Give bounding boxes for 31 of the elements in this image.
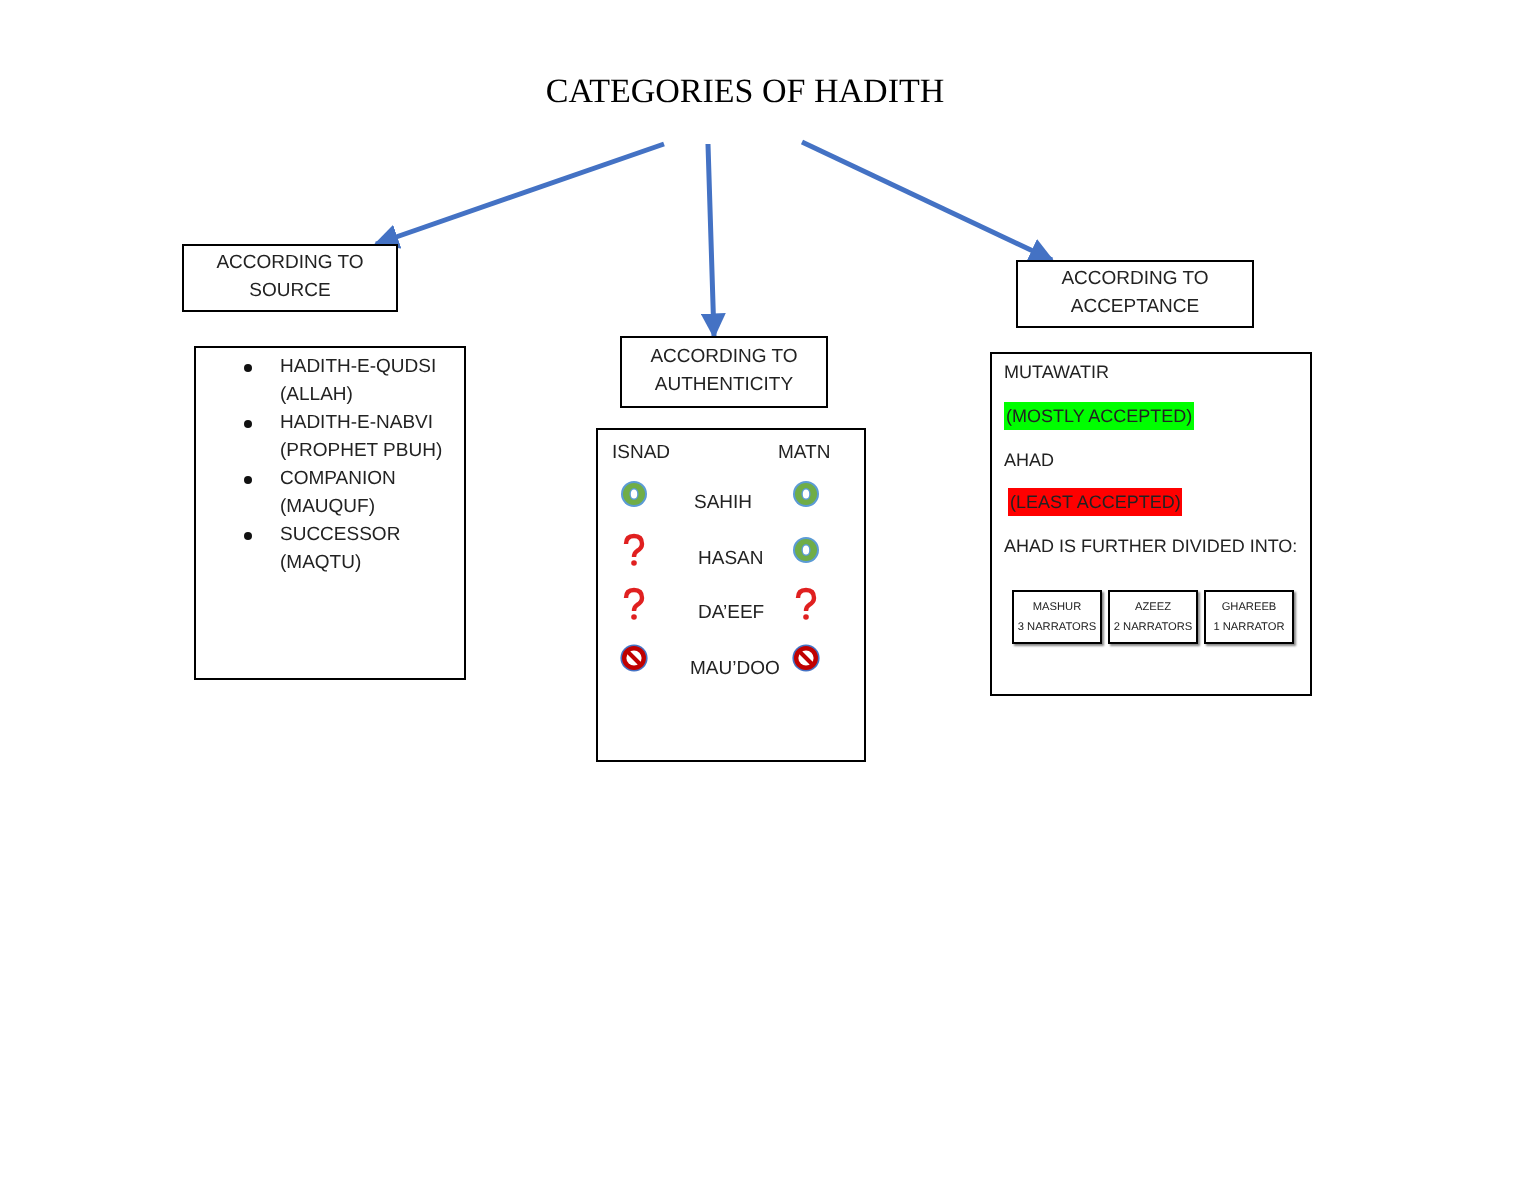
column-header: MATN [778,440,831,468]
narrator-box [1012,590,1102,644]
source-list-box [194,346,466,680]
arrow [700,143,726,339]
authenticity-box [596,428,866,762]
item-label: MUTAWATIR [1004,360,1109,386]
category-box [1016,260,1254,328]
highlighted-text: (MOSTLY ACCEPTED) [1004,402,1195,430]
category-label: ACCORDING TO SOURCE [214,250,366,306]
item-label: AHAD IS FURTHER DIVIDED INTO: [1004,534,1298,560]
category-box [182,244,398,312]
arrow [373,141,665,249]
narrator-box [1108,590,1198,644]
arrow [800,139,1055,263]
category-label: ACCORDING TO AUTHENTICITY [648,344,800,400]
list-item: HADITH-E-QUDSI (ALLAH) [280,354,439,410]
list-item: COMPANION (MAUQUF) [280,466,398,522]
category-label: ACCORDING TO ACCEPTANCE [1059,266,1211,322]
item-label: AHAD [1004,448,1055,474]
category-box [620,336,828,408]
grade-label: HASAN [698,546,764,574]
grade-label: MAU’DOO [690,656,780,684]
acceptance-box [990,352,1312,696]
column-header: ISNAD [612,440,671,468]
grade-label: SAHIH [694,490,753,518]
list-item: HADITH-E-NABVI (PROPHET PBUH) [280,410,445,466]
highlighted-text: (LEAST ACCEPTED) [1008,488,1183,516]
diagram-title: CATEGORIES OF HADITH [543,72,947,112]
list-item: SUCCESSOR (MAQTU) [280,522,403,578]
narrator-box [1204,590,1294,644]
grade-label: DA’EEF [698,600,765,628]
